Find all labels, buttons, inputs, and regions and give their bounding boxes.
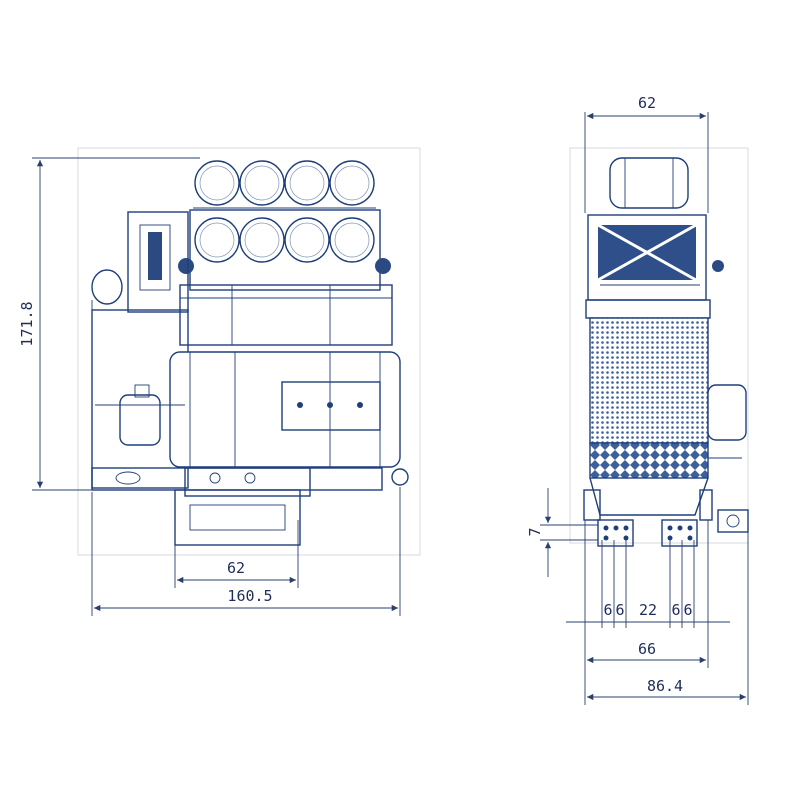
side-view-frame — [569, 147, 749, 544]
side-top-width-label: 62 — [638, 94, 656, 112]
front-overall-width-label: 160.5 — [227, 587, 272, 605]
side-overall-width-dimension: 86.4 — [584, 530, 749, 705]
front-view-frame — [77, 147, 421, 556]
bolt-spacing-3: 22 — [639, 601, 657, 619]
side-offset-dimension: 7 — [526, 488, 598, 577]
front-view — [77, 147, 421, 556]
front-bottom-width-dimension: 62 — [174, 520, 299, 588]
side-top-width-dimension: 62 — [584, 94, 709, 213]
bolt-spacing-5: 6 — [683, 601, 692, 619]
side-bolt-spacing-dimension: 6 6 22 6 6 — [566, 540, 730, 628]
top-cylinder-row — [193, 160, 376, 209]
bolt-spacing-4: 6 — [671, 601, 680, 619]
side-overall-width-label: 86.4 — [647, 677, 683, 695]
side-mount-width-label: 66 — [638, 640, 656, 658]
front-overall-width-dimension: 160.5 — [91, 487, 401, 616]
side-mount-width-dimension: 66 — [584, 520, 709, 668]
front-height-dimension: 171.8 — [18, 157, 200, 491]
front-bottom-width-label: 62 — [227, 559, 245, 577]
second-cylinder-row — [194, 217, 375, 263]
side-view — [569, 147, 749, 547]
bolt-spacing-2: 6 — [615, 601, 624, 619]
front-height-label: 171.8 — [18, 301, 36, 346]
bolt-spacing-1: 6 — [603, 601, 612, 619]
side-offset-label: 7 — [526, 527, 544, 536]
